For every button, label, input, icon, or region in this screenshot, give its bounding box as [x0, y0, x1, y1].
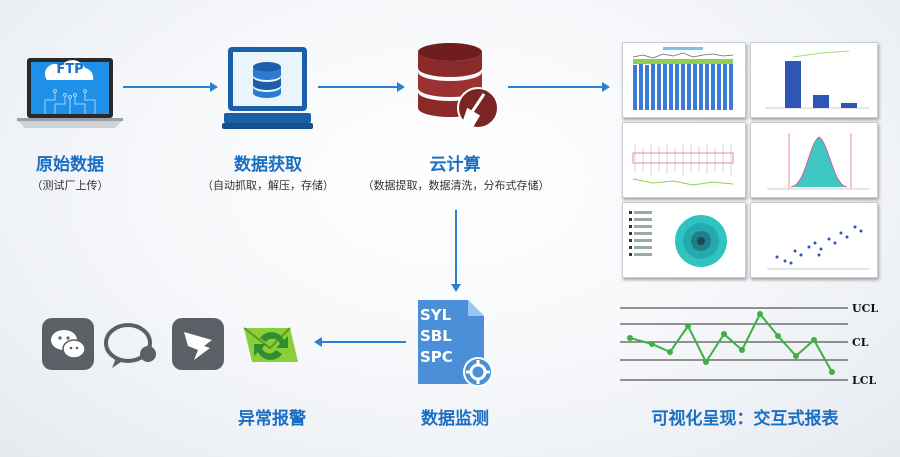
- chat-bubble-icon: [100, 318, 160, 372]
- cl-label: CL: [852, 336, 869, 349]
- arrow-monitor-to-alert: [314, 337, 406, 347]
- report-title: 可视化呈现：交互式报表: [651, 409, 839, 429]
- report-panel-polar: [622, 202, 746, 278]
- arrow-cloud-to-monitor: [451, 210, 461, 292]
- wechat-icon: [42, 318, 94, 370]
- report-panel-stacked-bar: [622, 42, 746, 118]
- server-database-icon: [410, 40, 505, 135]
- email-alert-icon: [240, 316, 302, 372]
- acquire-subtitle: （自动抓取，解压，存储）: [202, 179, 334, 192]
- dingtalk-icon: [172, 318, 224, 370]
- alert-title: 异常报警: [238, 409, 306, 429]
- report-panel-boxplot: [622, 122, 746, 198]
- report-panel-histogram: [750, 122, 878, 198]
- arrow-acquire-to-cloud: [318, 82, 405, 92]
- cloud-subtitle: （数据提取，数据清洗，分布式存储）: [362, 179, 550, 192]
- laptop-icon: [15, 40, 125, 135]
- ucl-label: UCL: [852, 302, 879, 315]
- cloud-title: 云计算: [429, 155, 481, 175]
- monitor-code-syl: SYL: [420, 306, 452, 324]
- source-title: 原始数据: [36, 155, 104, 175]
- acquire-title: 数据获取: [234, 155, 302, 175]
- monitor-title: 数据监测: [421, 409, 489, 429]
- report-panel-scatter: [750, 202, 878, 278]
- monitor-code-spc: SPC: [420, 348, 453, 366]
- monitor-database-icon: [220, 45, 315, 135]
- spc-control-chart: [620, 300, 850, 390]
- arrow-source-to-acquire: [123, 82, 218, 92]
- arrow-cloud-to-report: [508, 82, 610, 92]
- lcl-label: LCL: [852, 374, 877, 387]
- report-panel-pareto: [750, 42, 878, 118]
- monitor-code-sbl: SBL: [420, 327, 452, 345]
- source-subtitle: （测试厂上传）: [31, 179, 109, 192]
- data-monitor-document-icon: [414, 298, 494, 390]
- ftp-badge: FTP: [56, 62, 84, 77]
